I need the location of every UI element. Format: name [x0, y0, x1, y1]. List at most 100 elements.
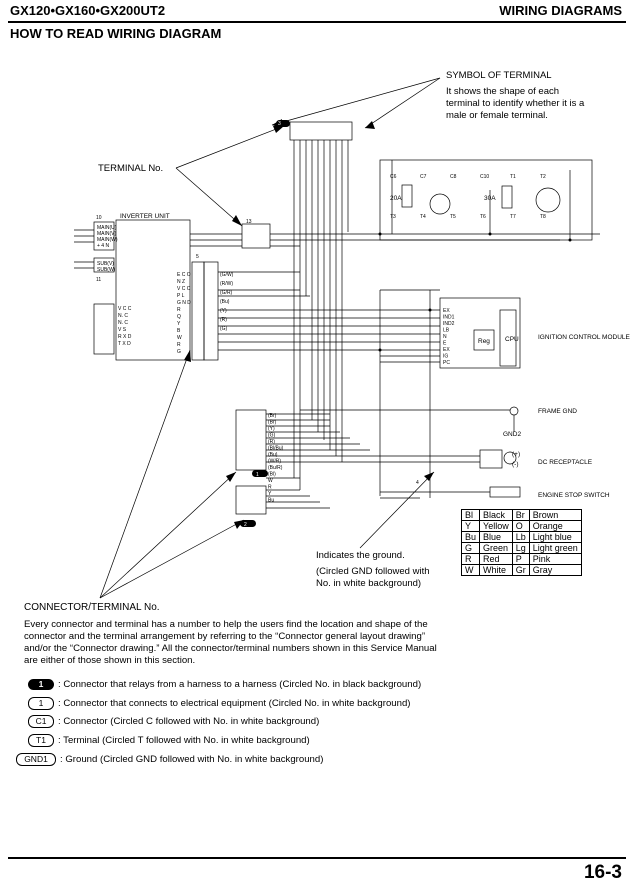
inverter-pin-label: G — [177, 349, 181, 355]
section-header: WIRING DIAGRAMS — [499, 3, 622, 18]
terminal-tag-label: T7 — [510, 214, 516, 220]
inverter-pin-label: B — [177, 328, 181, 334]
ground-badge-icon: GND1 — [16, 753, 56, 766]
color-code-cell: Yellow — [479, 520, 513, 532]
terminal-tag-label: T6 — [480, 214, 486, 220]
wire-code-label: Bu — [268, 498, 274, 504]
connector-3-badge — [276, 120, 290, 127]
white-badge-icon: 1 — [28, 697, 54, 710]
inverter-pin-label: SUB(W) — [97, 267, 116, 273]
terminal-tag-label: C10 — [480, 174, 489, 180]
connector-terminal-no-heading: CONNECTOR/TERMINAL No. — [24, 602, 160, 613]
terminal-tag-label: T8 — [540, 214, 546, 220]
color-code-cell: Blue — [479, 531, 513, 543]
ground-callout-1: Indicates the ground. — [316, 550, 405, 561]
color-code-cell: Light blue — [528, 531, 582, 543]
color-code-cell: Light green — [528, 542, 582, 554]
wire-code-label: (W/R) — [268, 459, 281, 465]
wire-code-label: (Br) — [268, 413, 277, 419]
wire-code-label: (Bu) — [268, 452, 278, 458]
frame-gnd-label: FRAME GND — [538, 408, 577, 415]
terminal-tag-label: C8 — [450, 174, 457, 180]
terminal-tag-label: T1 — [510, 174, 516, 180]
connector-2-badge — [240, 520, 256, 527]
wire-code-label: (Bl) — [268, 472, 276, 478]
wire-code-label: W — [268, 478, 273, 484]
terminal-tag-label: T5 — [450, 214, 456, 220]
inverter-pin-label: V C C — [118, 306, 132, 312]
legend-text: : Terminal (Circled T followed with No. … — [58, 735, 310, 747]
inverter-pin-label: V S — [118, 327, 127, 333]
wire-code-label: (Y) — [220, 308, 227, 314]
inverter-pin-label: + 4 N — [97, 243, 109, 249]
inverter-pin-label: P L — [177, 293, 185, 299]
diagram-repeat-labels: MAIN(U)MAIN(V)MAIN(W)+ 4 NSUB(V)SUB(W)V … — [96, 121, 546, 528]
module-pin-label: EX — [443, 347, 450, 353]
terminal-badge-icon: T1 — [28, 734, 54, 747]
wire-code-label: (R) — [220, 317, 227, 323]
connector-tag-label: 5 — [196, 254, 199, 260]
symbol-desc-3: male or female terminal. — [446, 110, 548, 121]
fuse-20a-label: 20A — [390, 195, 402, 202]
connector-tag-label: 10 — [96, 215, 102, 221]
color-code-cell: Bl — [460, 509, 481, 521]
color-code-cell: R — [460, 553, 481, 565]
ground-callout-3: No. in white background) — [316, 578, 422, 589]
gnd2-label: GND2 — [503, 431, 521, 438]
terminal-tag-label: T4 — [420, 214, 426, 220]
terminal-tag-label: C6 — [390, 174, 397, 180]
wire-code-label: (Y) — [268, 426, 275, 432]
wire-code-label: (G/W) — [220, 272, 234, 278]
color-code-cell: Bu — [460, 531, 481, 543]
terminal-tag-label: T3 — [390, 214, 396, 220]
module-pin-label: N — [443, 334, 447, 340]
color-code-cell: Gray — [528, 564, 582, 576]
color-code-cell: Black — [479, 509, 513, 521]
page-title: HOW TO READ WIRING DIAGRAM — [10, 26, 222, 41]
engine-stop-switch-label: ENGINE STOP SWITCH — [538, 492, 610, 499]
inverter-pin-label: T X D — [118, 341, 131, 347]
fuse-30a-label: 30A — [484, 195, 496, 202]
inverter-pin-label: E C O — [177, 272, 191, 278]
color-code-cell: W — [460, 564, 481, 576]
connector-tag-label: 11 — [96, 277, 101, 283]
color-code-cell: G — [460, 542, 481, 554]
color-code-cell: Y — [460, 520, 481, 532]
ignition-module-label: IGNITION CONTROL MODULE — [538, 334, 631, 341]
wire-code-label: (G) — [220, 326, 228, 332]
inverter-pin-label: W — [177, 335, 182, 341]
legend-item-connector: C1: Connector (Circled C followed with N… — [14, 715, 319, 728]
legend-text: : Connector that connects to electrical … — [58, 698, 411, 710]
color-code-cell: Lb — [511, 531, 530, 543]
symbol-desc-1: It shows the shape of each — [446, 86, 560, 97]
connector-tag-label: 13 — [246, 219, 252, 225]
wire-code-label: (G) — [268, 433, 276, 439]
color-code-cell: O — [511, 520, 530, 532]
ground-callout-2: (Circled GND followed with — [316, 566, 430, 577]
wire-code-label: (Br) — [268, 420, 277, 426]
inverter-pin-label: N. C — [118, 320, 128, 326]
inverter-pin-label: MAIN(V) — [97, 231, 117, 237]
legend-item-equipment-connector: 1 : Connector that connects to electrical… — [14, 697, 410, 710]
color-code-cell: Red — [479, 553, 513, 565]
terminal-tag-label: T2 — [540, 174, 546, 180]
connector-tag-label: 3 — [278, 121, 281, 127]
color-code-cell: Pink — [528, 553, 582, 565]
legend-text: : Connector that relays from a harness t… — [58, 679, 422, 691]
cpu-label: CPU — [505, 336, 519, 343]
connector-1-badge — [252, 470, 268, 477]
terminal-no-callout: TERMINAL No. — [98, 163, 164, 174]
color-code-cell: Green — [479, 542, 513, 554]
inverter-pin-label: Y — [177, 321, 181, 327]
header-rule — [8, 21, 626, 23]
legend-item-relay-connector: 1: Connector that relays from a harness … — [14, 679, 421, 691]
symbol-desc-2: terminal to identify whether it is a — [446, 98, 585, 109]
inverter-unit-label: INVERTER UNIT — [120, 213, 170, 220]
inverter-pin-label: MAIN(W) — [97, 237, 118, 243]
